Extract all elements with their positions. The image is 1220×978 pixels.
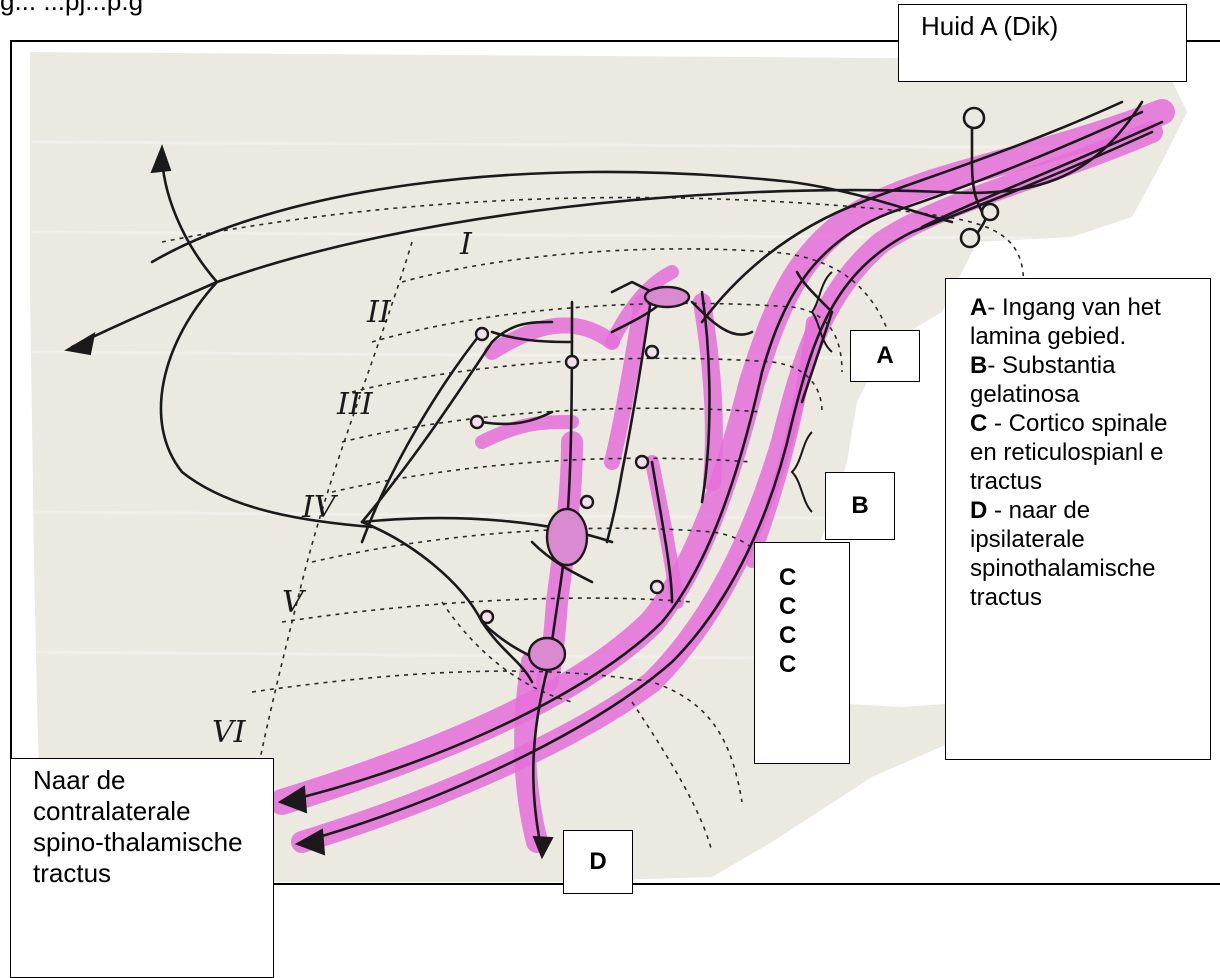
legend-letter: C [970,410,987,437]
lamina-label: V [282,585,307,620]
region-c-text: C [779,563,849,592]
contralateral-caption: Naar de contralaterale spino-thalamische… [33,765,243,888]
region-c-text: C [779,592,849,621]
lamina-label: I [459,227,473,262]
lamina-label: III [336,387,374,422]
skin-label: Huid A (Dik) [921,11,1058,41]
legend-letter: B [970,352,987,379]
skin-label-box: Huid A (Dik) [898,4,1187,82]
lamina-label: IV [301,490,339,525]
header-fragment: g... ...pj...p.g [0,0,143,17]
legend-entry-d: D - naar de ipsilaterale spinothalamisch… [970,496,1200,612]
lamina-label: VI [212,715,247,750]
legend-letter: D [970,497,987,524]
legend-text: - naar de ipsilaterale spinothalamische … [970,497,1155,611]
region-a-text: A [876,342,893,370]
legend-text: - Substantia gelatinosa [970,352,1115,408]
region-c-text: C [779,621,849,650]
legend-entry-a: A- Ingang van het lamina gebied. [970,293,1200,351]
region-b-label: B [825,472,895,540]
legend-text: - Ingang van het lamina gebied. [970,294,1161,350]
region-a-label: A [850,330,920,382]
legend-entry-c: C - Cortico spinale en reticulospianl e … [970,409,1200,496]
region-c-text: C [779,650,849,679]
legend-box: A- Ingang van het lamina gebied. B- Subs… [945,278,1211,760]
region-d-text: D [589,848,606,876]
legend-letter: A [970,294,987,321]
lamina-label: II [366,295,392,330]
frame-bottom-line [272,883,1220,885]
region-d-label: D [563,830,633,894]
legend-entry-b: B- Substantia gelatinosa [970,351,1200,409]
contralateral-caption-box: Naar de contralaterale spino-thalamische… [10,758,274,978]
legend-text: - Cortico spinale en reticulospianl e tr… [970,410,1167,495]
region-b-text: B [851,492,868,520]
region-c-labels: C C C C [754,542,850,764]
